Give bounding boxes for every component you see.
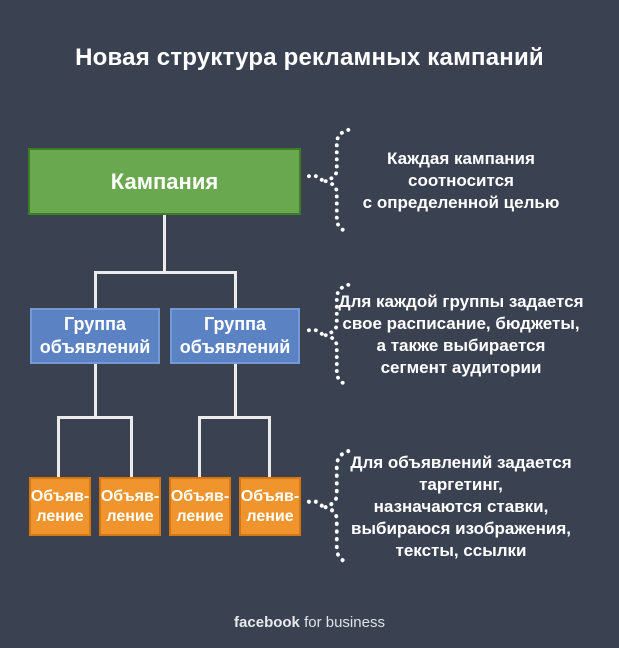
connector-ad4-drop	[268, 416, 271, 477]
ad-box-3: Объяв- ление	[169, 477, 231, 536]
ad-label-line1: Объяв-	[100, 487, 160, 505]
annotation-line: соотносится	[408, 171, 514, 190]
page-title: Новая структура рекламных кампаний	[75, 44, 544, 71]
footer-logo: facebook for business	[0, 614, 619, 631]
annotation-campaign: Каждая кампания соотносится с определенн…	[330, 148, 592, 214]
annotation-line: Каждая кампания	[387, 149, 535, 168]
ad-box-2: Объяв- ление	[99, 477, 161, 536]
annotation-line: с определенной целью	[362, 193, 560, 212]
dotted-brace-icon	[306, 449, 351, 565]
annotation-line: свое расписание, бюджеты,	[342, 314, 580, 333]
ad-label-line2: ление	[246, 507, 294, 525]
connector-ads-crossbar-left	[57, 416, 133, 419]
annotation-line: Для каждой группы задается	[338, 292, 584, 311]
connector-campaign-stem	[163, 215, 166, 273]
campaign-label: Кампания	[110, 168, 219, 194]
annotation-line: Для объявлений задается	[350, 453, 572, 472]
facebook-wordmark: facebook	[234, 614, 300, 631]
annotation-groups: Для каждой группы задается свое расписан…	[330, 291, 592, 379]
annotation-line: сегмент аудитории	[380, 358, 542, 377]
ad-label-line2: ление	[106, 507, 154, 525]
ad-box-4: Объяв- ление	[239, 477, 301, 536]
ad-group-label-line2: объявлений	[179, 337, 291, 357]
dotted-brace-icon	[306, 127, 351, 235]
ad-group-box-2: Группа объявлений	[170, 308, 300, 364]
annotation-line: а также выбирается	[376, 336, 546, 355]
connector-ad2-drop	[130, 416, 133, 477]
ad-group-label-line1: Группа	[63, 314, 127, 334]
connector-ad3-drop	[198, 416, 201, 477]
ad-label-line2: ление	[36, 507, 84, 525]
ad-group-box-1: Группа объявлений	[30, 308, 160, 364]
annotation-line: назначаются ставки,	[373, 497, 549, 516]
ad-box-1: Объяв- ление	[29, 477, 91, 536]
annotation-line: таргетинг,	[419, 475, 503, 494]
annotation-line: выбираюся изображения,	[351, 519, 571, 538]
campaign-box: Кампания	[28, 148, 301, 215]
ad-label-line1: Объяв-	[170, 487, 230, 505]
connector-ad1-drop	[57, 416, 60, 477]
annotation-line: тексты, ссылки	[395, 541, 527, 560]
ad-group-label-line1: Группа	[203, 314, 267, 334]
for-business-label: for business	[299, 614, 385, 631]
connector-group2-drop	[234, 271, 237, 308]
connector-group2-stem	[234, 364, 237, 419]
connector-groups-crossbar	[94, 271, 237, 274]
connector-group1-drop	[94, 271, 97, 308]
ad-label-line1: Объяв-	[240, 487, 300, 505]
connector-group1-stem	[94, 364, 97, 419]
ad-label-line1: Объяв-	[30, 487, 90, 505]
connector-ads-crossbar-right	[198, 416, 271, 419]
annotation-ads: Для объявлений задается таргетинг, назна…	[330, 452, 592, 562]
ad-label-line2: ление	[176, 507, 224, 525]
ad-group-label-line2: объявлений	[39, 337, 151, 357]
dotted-brace-icon	[306, 282, 351, 388]
